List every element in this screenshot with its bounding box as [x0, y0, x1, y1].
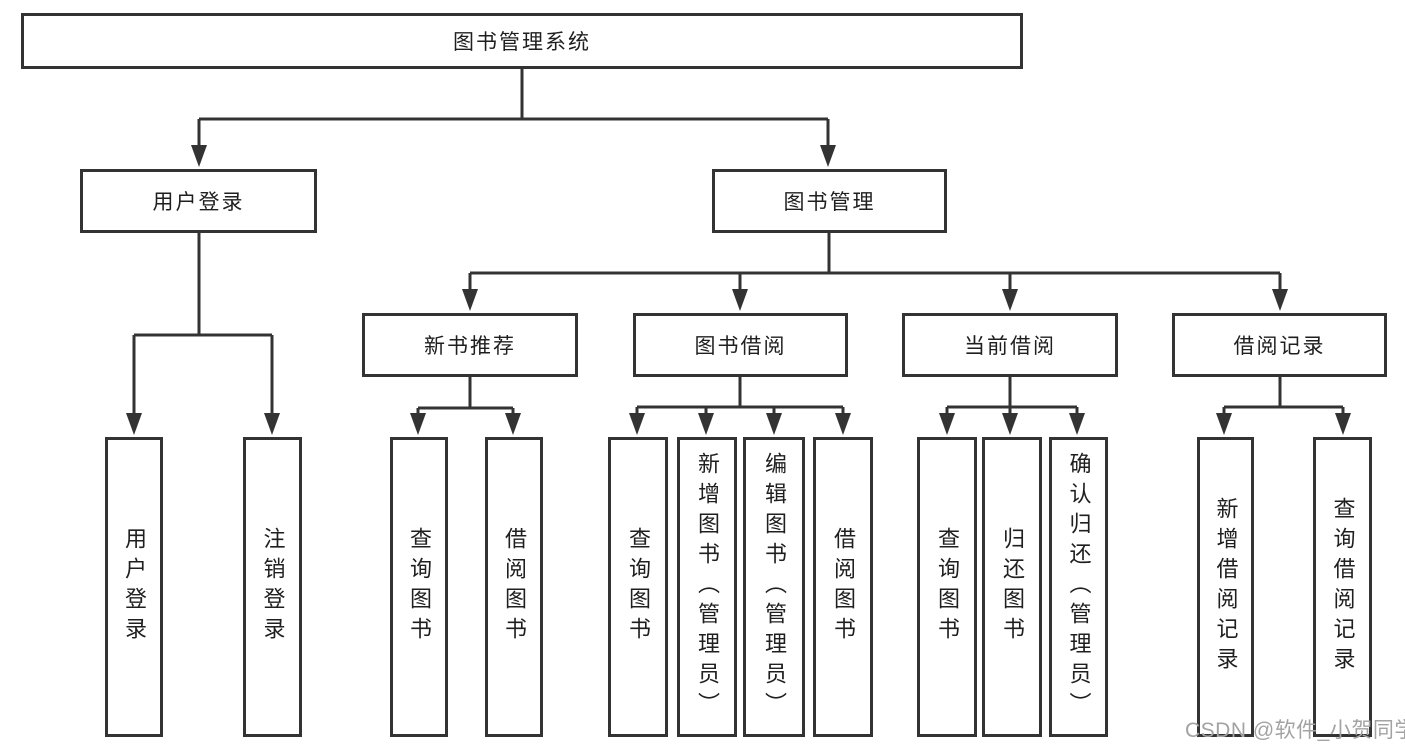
leaf-edit-books-admin: 编辑图书（管理员） — [743, 437, 805, 737]
connector-user-login-to-children — [132, 233, 274, 414]
down-arrowhead — [732, 289, 748, 311]
connector-borrow-records-to-children — [1222, 376, 1345, 414]
down-arrowhead — [629, 413, 645, 435]
down-arrowhead — [1335, 413, 1351, 435]
connector-book-management-to-children — [468, 233, 1282, 290]
down-arrowhead — [126, 413, 142, 435]
down-arrowhead — [939, 413, 955, 435]
down-arrowhead — [1216, 413, 1232, 435]
leaf-query-books-borrow: 查询图书 — [608, 437, 668, 737]
connector-root-to-level2 — [197, 69, 830, 146]
connector-new-books-to-children — [416, 377, 515, 414]
connector-book-borrow-to-children — [635, 377, 845, 414]
down-arrowhead — [505, 413, 521, 435]
down-arrowhead — [1069, 413, 1085, 435]
node-book-borrowing: 图书借阅 — [633, 313, 848, 377]
csdn-watermark: CSDN @软件_小贺同学 — [1185, 719, 1405, 742]
node-borrowing-records: 借阅记录 — [1172, 313, 1387, 377]
leaf-borrow-books-recommend: 借阅图书 — [485, 437, 543, 737]
leaf-query-books-current: 查询图书 — [917, 437, 977, 737]
node-book-management-module: 图书管理 — [712, 169, 947, 233]
down-arrowhead — [766, 413, 782, 435]
leaf-query-books-recommend: 查询图书 — [390, 437, 448, 737]
down-arrowhead — [410, 413, 426, 435]
leaf-borrow-books: 借阅图书 — [813, 437, 873, 737]
down-arrowhead — [835, 413, 851, 435]
node-new-book-recommendation: 新书推荐 — [362, 313, 578, 377]
down-arrowhead — [191, 145, 207, 167]
leaf-add-books-admin: 新增图书（管理员） — [677, 437, 737, 737]
connector-current-borrow-to-children — [945, 376, 1079, 414]
node-user-login-module: 用户登录 — [80, 169, 317, 233]
down-arrowhead — [1272, 289, 1288, 311]
down-arrowhead — [820, 145, 836, 167]
leaf-logout: 注销登录 — [243, 437, 302, 737]
leaf-add-borrow-record: 新增借阅记录 — [1197, 437, 1254, 737]
down-arrowhead — [462, 289, 478, 311]
node-library-management-system: 图书管理系统 — [21, 13, 1023, 69]
down-arrowhead — [698, 413, 714, 435]
down-arrowhead — [1002, 289, 1018, 311]
leaf-user-login: 用户登录 — [105, 437, 163, 737]
down-arrowhead — [264, 413, 280, 435]
node-current-borrowing: 当前借阅 — [902, 313, 1118, 377]
down-arrowhead — [1002, 413, 1018, 435]
leaf-query-borrow-record: 查询借阅记录 — [1313, 437, 1372, 737]
leaf-confirm-return-admin: 确认归还（管理员） — [1049, 437, 1108, 737]
leaf-return-books: 归还图书 — [982, 437, 1042, 737]
